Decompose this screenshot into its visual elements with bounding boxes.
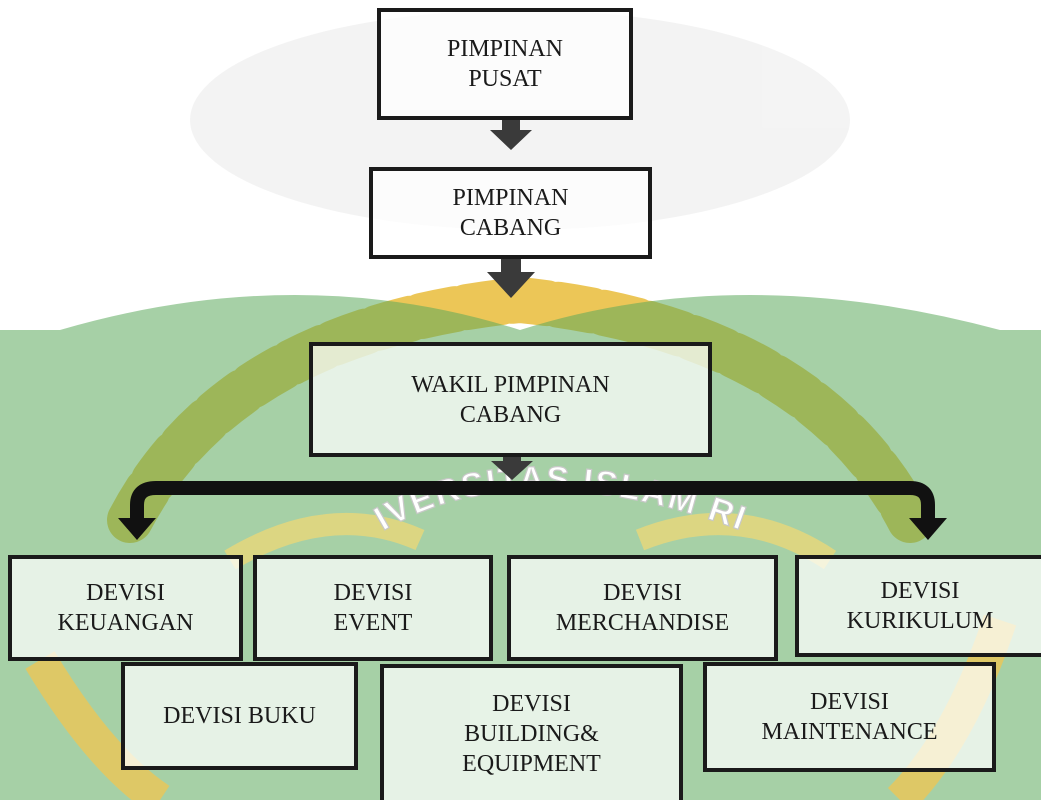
node-label-line: DEVISI <box>880 578 960 604</box>
node-label-line: KEUANGAN <box>57 610 194 636</box>
node-label-line: DEVISI <box>810 689 889 715</box>
node-label-line: DEVISI <box>492 691 571 717</box>
node-devisi-event: DEVISI EVENT <box>253 555 493 661</box>
node-devisi-building-equipment: DEVISI BUILDING& EQUIPMENT <box>380 664 683 800</box>
node-label-line: PUSAT <box>468 66 542 92</box>
node-label-line: DEVISI <box>333 580 413 606</box>
curved-distribution-bar <box>130 481 935 520</box>
node-label-line: CABANG <box>459 215 562 241</box>
arrow-cabang-to-wakil <box>487 258 535 298</box>
seal-gold-braid <box>107 276 933 543</box>
node-label-line: MAINTENANCE <box>761 719 938 745</box>
node-label-line: MERCHANDISE <box>555 610 730 636</box>
node-label-line: BUILDING& <box>464 721 599 747</box>
node-label-line: DEVISI <box>86 580 165 606</box>
node-label-line: EQUIPMENT <box>462 751 601 777</box>
node-label-line: EVENT <box>333 610 413 636</box>
node-pimpinan-cabang: PIMPINAN CABANG <box>369 167 652 259</box>
node-pimpinan-pusat: PIMPINAN PUSAT <box>377 8 633 120</box>
arrow-wakil-to-bar <box>491 457 533 480</box>
node-wakil-pimpinan-cabang: WAKIL PIMPINAN CABANG <box>309 342 712 457</box>
node-label-line: KURIKULUM <box>846 608 994 634</box>
node-label-line: PIMPINAN <box>452 185 569 211</box>
node-label-line: DEVISI BUKU <box>163 703 316 729</box>
arrowhead-right <box>909 518 947 540</box>
node-label-line: WAKIL PIMPINAN <box>411 371 610 398</box>
node-devisi-buku: DEVISI BUKU <box>121 662 358 770</box>
node-label-line: CABANG <box>459 401 562 428</box>
node-devisi-maintenance: DEVISI MAINTENANCE <box>703 662 996 772</box>
node-devisi-merchandise: DEVISI MERCHANDISE <box>507 555 778 661</box>
node-devisi-kurikulum: DEVISI KURIKULUM <box>795 555 1041 657</box>
node-label-line: PIMPINAN <box>446 36 563 62</box>
arrow-pusat-to-cabang <box>490 120 532 150</box>
arrowhead-left <box>118 518 156 540</box>
node-devisi-keuangan: DEVISI KEUANGAN <box>8 555 243 661</box>
node-label-line: DEVISI <box>603 580 682 606</box>
